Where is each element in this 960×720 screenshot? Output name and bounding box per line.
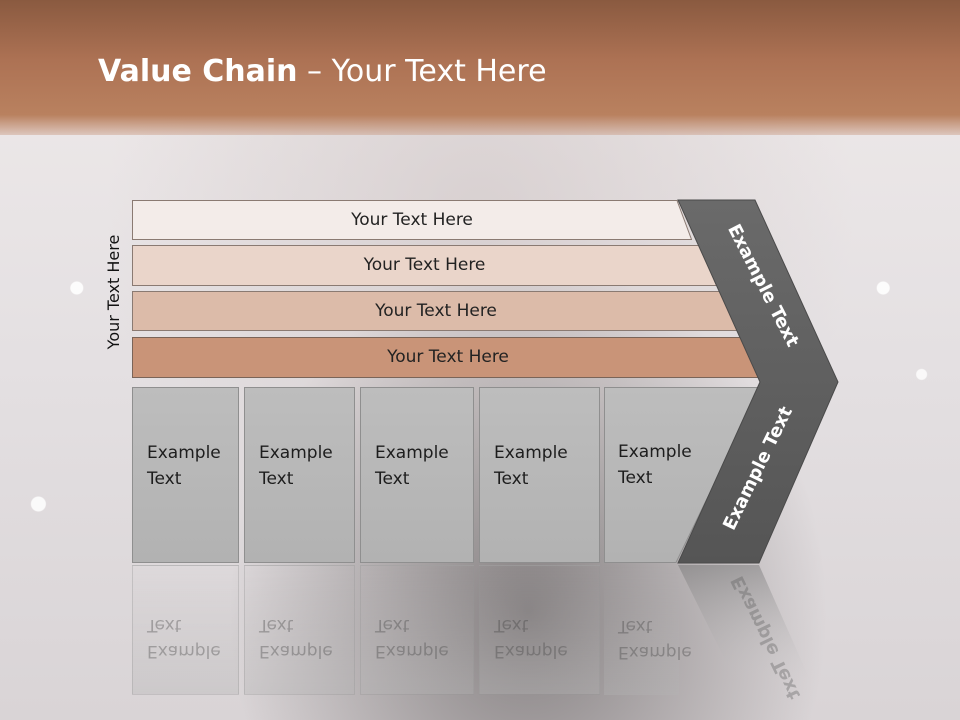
title-bold: Value Chain [98, 54, 298, 89]
bar-1-shape [132, 200, 692, 240]
box-4[interactable]: Example Text [479, 387, 600, 563]
box-2-line1: Example [259, 443, 333, 463]
box-3-line1: Example [375, 443, 449, 463]
box-2-line2: Text [259, 469, 294, 489]
bar-2[interactable]: Your Text Here [132, 245, 717, 286]
bar-3-label: Your Text Here [375, 301, 497, 321]
box-4-line2: Text [494, 469, 529, 489]
box-5-line2: Text [618, 468, 653, 488]
bar-4[interactable]: Your Text Here [132, 337, 764, 378]
box-1-line1: Example [147, 443, 221, 463]
bar-2-label: Your Text Here [363, 255, 486, 275]
box-5-shape [604, 387, 762, 563]
box-5-line1: Example [618, 442, 692, 462]
title-rest: – Your Text Here [297, 54, 547, 89]
bar-4-label: Your Text Here [387, 347, 509, 367]
bar-1-label: Your Text Here [351, 210, 473, 230]
header-band [0, 0, 960, 135]
box-1[interactable]: Example Text [132, 387, 239, 563]
box-3-line2: Text [375, 469, 410, 489]
box-3[interactable]: Example Text [360, 387, 474, 563]
box-4-line1: Example [494, 443, 568, 463]
box-2[interactable]: Example Text [244, 387, 355, 563]
bar-1[interactable]: Your Text Here [132, 200, 692, 240]
box-5[interactable]: Example Text [604, 387, 764, 563]
box-1-line2: Text [147, 469, 182, 489]
slide-title: Value Chain – Your Text Here [98, 54, 547, 89]
